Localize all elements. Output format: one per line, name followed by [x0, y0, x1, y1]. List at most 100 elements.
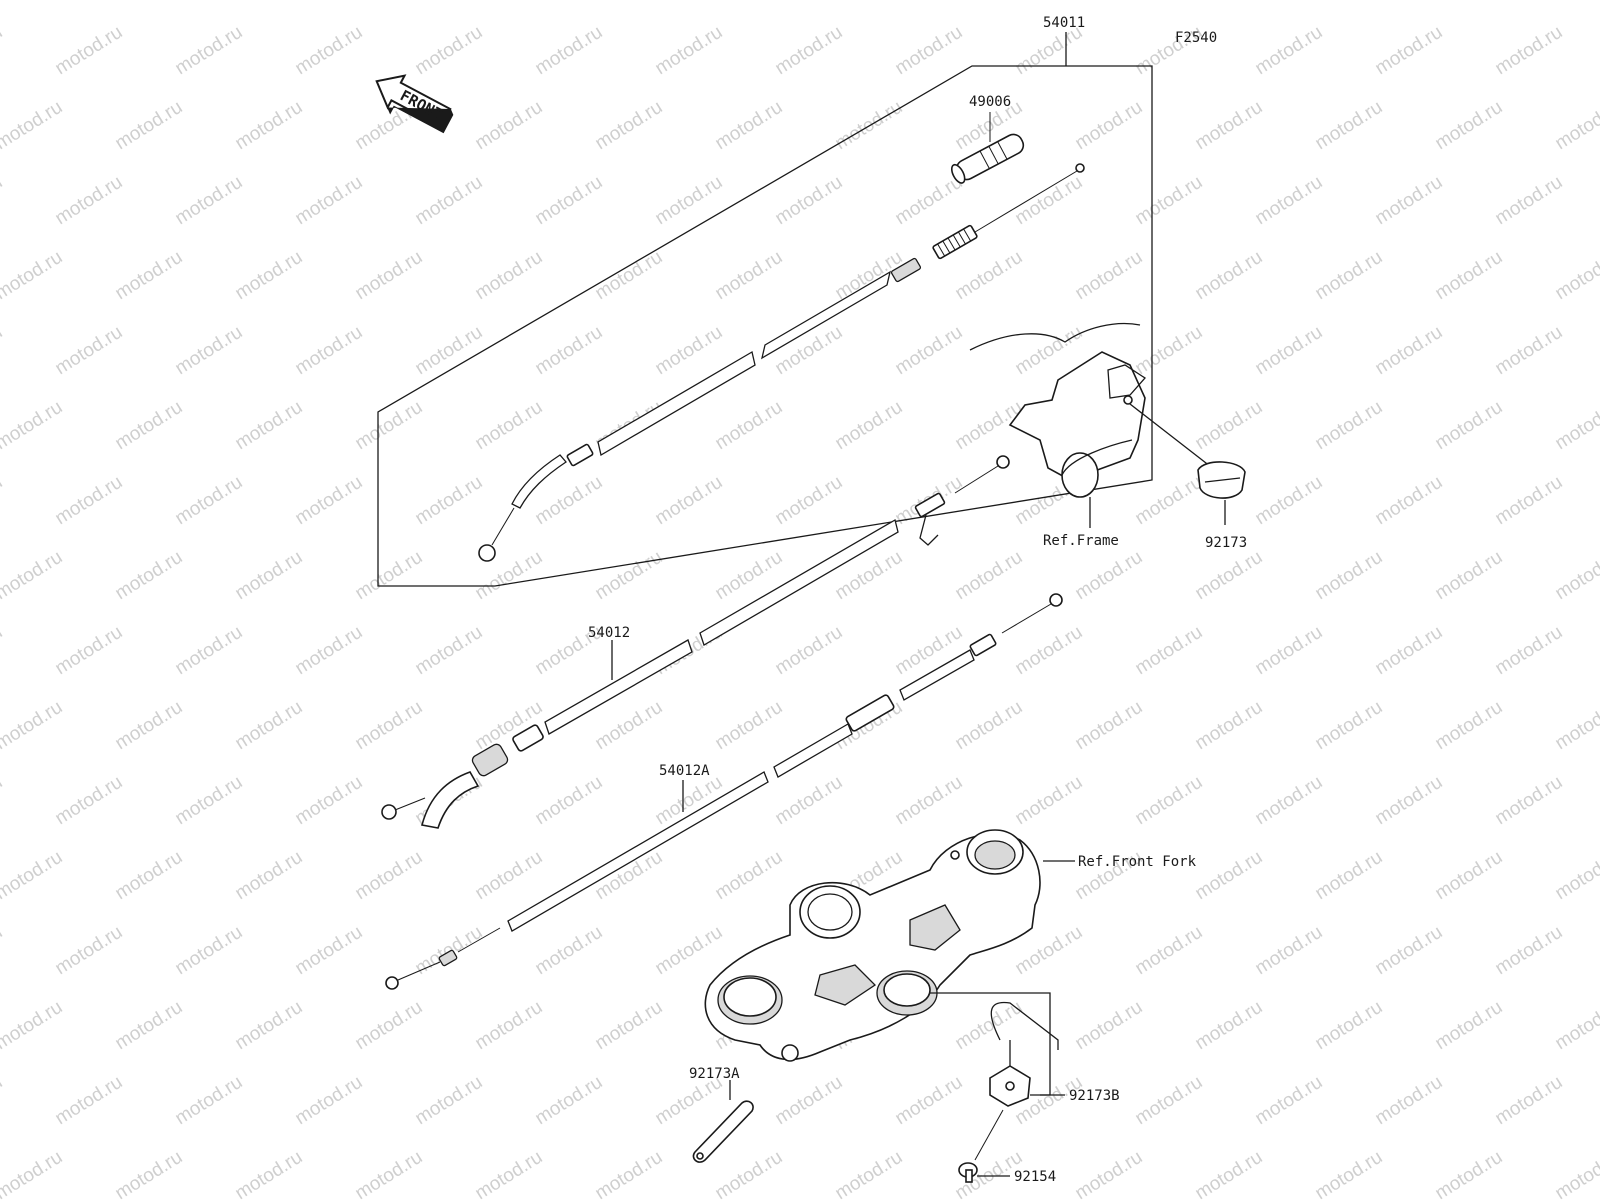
watermark-text: motod.ru: [412, 472, 487, 530]
watermark-text: motod.ru: [0, 172, 6, 230]
watermark-text: motod.ru: [652, 322, 727, 380]
watermark-text: motod.ru: [1372, 322, 1447, 380]
watermark-text: motod.ru: [712, 247, 787, 305]
label-92173B: 92173B: [1069, 1088, 1120, 1104]
watermark-text: motod.ru: [1192, 547, 1267, 605]
watermark-text: motod.ru: [1312, 247, 1387, 305]
watermark-text: motod.ru: [1492, 22, 1567, 80]
watermark-text: motod.ru: [1552, 0, 1600, 4]
band-92173A: [692, 1080, 754, 1163]
watermark-text: motod.ru: [112, 247, 187, 305]
watermark-text: motod.ru: [0, 247, 66, 305]
watermark-text: motod.ru: [1372, 22, 1447, 80]
watermark-text: motod.ru: [172, 472, 247, 530]
watermark-text: motod.ru: [292, 1072, 367, 1130]
watermark-text: motod.ru: [1432, 547, 1507, 605]
watermark-text: motod.ru: [592, 997, 667, 1055]
watermark-text: motod.ru: [532, 22, 607, 80]
watermark-text: motod.ru: [1432, 247, 1507, 305]
watermark-text: motod.ru: [712, 1147, 787, 1200]
watermark-text: motod.ru: [1252, 772, 1327, 830]
triple-clamp: [704, 829, 1075, 1096]
watermark-text: motod.ru: [1072, 547, 1147, 605]
watermark-text: motod.ru: [172, 322, 247, 380]
watermark-text: motod.ru: [0, 322, 6, 380]
watermark-text: motod.ru: [952, 547, 1027, 605]
watermark-text: motod.ru: [712, 397, 787, 455]
watermark-text: motod.ru: [1252, 172, 1327, 230]
watermark-text: motod.ru: [1492, 622, 1567, 680]
watermark-text: motod.ru: [832, 1147, 907, 1200]
watermark-text: motod.ru: [172, 22, 247, 80]
watermark-text: motod.ru: [712, 97, 787, 155]
watermark-text: motod.ru: [772, 772, 847, 830]
watermark-text: motod.ru: [772, 1072, 847, 1130]
watermark-text: motod.ru: [412, 622, 487, 680]
watermark-text: motod.ru: [1072, 697, 1147, 755]
label-ref-frame: Ref.Frame: [1043, 533, 1119, 549]
watermark-text: motod.ru: [1072, 1147, 1147, 1200]
watermark-text: motod.ru: [592, 97, 667, 155]
watermark-text: motod.ru: [0, 772, 6, 830]
label-92173: 92173: [1205, 535, 1247, 551]
watermark-text: motod.ru: [232, 0, 307, 4]
watermark-text: motod.ru: [1432, 997, 1507, 1055]
cable-54012A: [385, 593, 1063, 990]
watermark-text: motod.ru: [712, 0, 787, 4]
label-54011: 54011: [1043, 15, 1085, 31]
watermark-text: motod.ru: [652, 22, 727, 80]
watermark-text: motod.ru: [1132, 622, 1207, 680]
watermark-text: motod.ru: [292, 172, 367, 230]
watermark-text: motod.ru: [1492, 772, 1567, 830]
watermark-text: motod.ru: [952, 247, 1027, 305]
watermark-text: motod.ru: [52, 472, 127, 530]
bolt-92154: [958, 1109, 1010, 1183]
watermark-text: motod.ru: [1132, 1072, 1207, 1130]
watermark-text: motod.ru: [352, 0, 427, 4]
cable-54012: [381, 455, 1010, 829]
watermark-text: motod.ru: [1372, 472, 1447, 530]
frame-bracket: [969, 322, 1216, 528]
watermark-text: motod.ru: [592, 0, 667, 4]
figure-code: F2540: [1175, 30, 1217, 46]
watermark-text: motod.ru: [892, 22, 967, 80]
watermark-text: motod.ru: [892, 772, 967, 830]
watermark-text: motod.ru: [1372, 172, 1447, 230]
watermark-text: motod.ru: [112, 97, 187, 155]
watermark-text: motod.ru: [1552, 1147, 1600, 1200]
watermark-text: motod.ru: [1372, 772, 1447, 830]
watermark-text: motod.ru: [892, 172, 967, 230]
watermark-text: motod.ru: [1492, 172, 1567, 230]
watermark-text: motod.ru: [1072, 0, 1147, 4]
watermark-text: motod.ru: [1552, 97, 1600, 155]
grommet-49006: [950, 112, 1025, 184]
watermark-text: motod.ru: [592, 697, 667, 755]
watermark-text: motod.ru: [652, 172, 727, 230]
watermark-text: motod.ru: [1432, 97, 1507, 155]
watermark-text: motod.ru: [1252, 322, 1327, 380]
cable-54011: [478, 163, 1085, 562]
watermark-text: motod.ru: [1012, 772, 1087, 830]
watermark-text: motod.ru: [892, 1072, 967, 1130]
watermark-text: motod.ru: [112, 697, 187, 755]
watermark-text: motod.ru: [1432, 1147, 1507, 1200]
watermark-text: motod.ru: [352, 847, 427, 905]
watermark-text: motod.ru: [292, 772, 367, 830]
watermark-text: motod.ru: [1492, 922, 1567, 980]
watermark-text: motod.ru: [532, 772, 607, 830]
watermark-text: motod.ru: [0, 97, 66, 155]
watermark-text: motod.ru: [1132, 172, 1207, 230]
label-92154: 92154: [1014, 1169, 1056, 1185]
watermark-text: motod.ru: [772, 172, 847, 230]
watermark-text: motod.ru: [1372, 922, 1447, 980]
watermark-text: motod.ru: [412, 1072, 487, 1130]
watermark-text: motod.ru: [1492, 1072, 1567, 1130]
watermark-text: motod.ru: [1072, 247, 1147, 305]
label-49006: 49006: [969, 94, 1011, 110]
watermark-text: motod.ru: [232, 397, 307, 455]
watermark-text: motod.ru: [0, 1147, 66, 1200]
watermark-text: motod.ru: [172, 772, 247, 830]
watermark-text: motod.ru: [772, 622, 847, 680]
watermark-text: motod.ru: [1252, 622, 1327, 680]
